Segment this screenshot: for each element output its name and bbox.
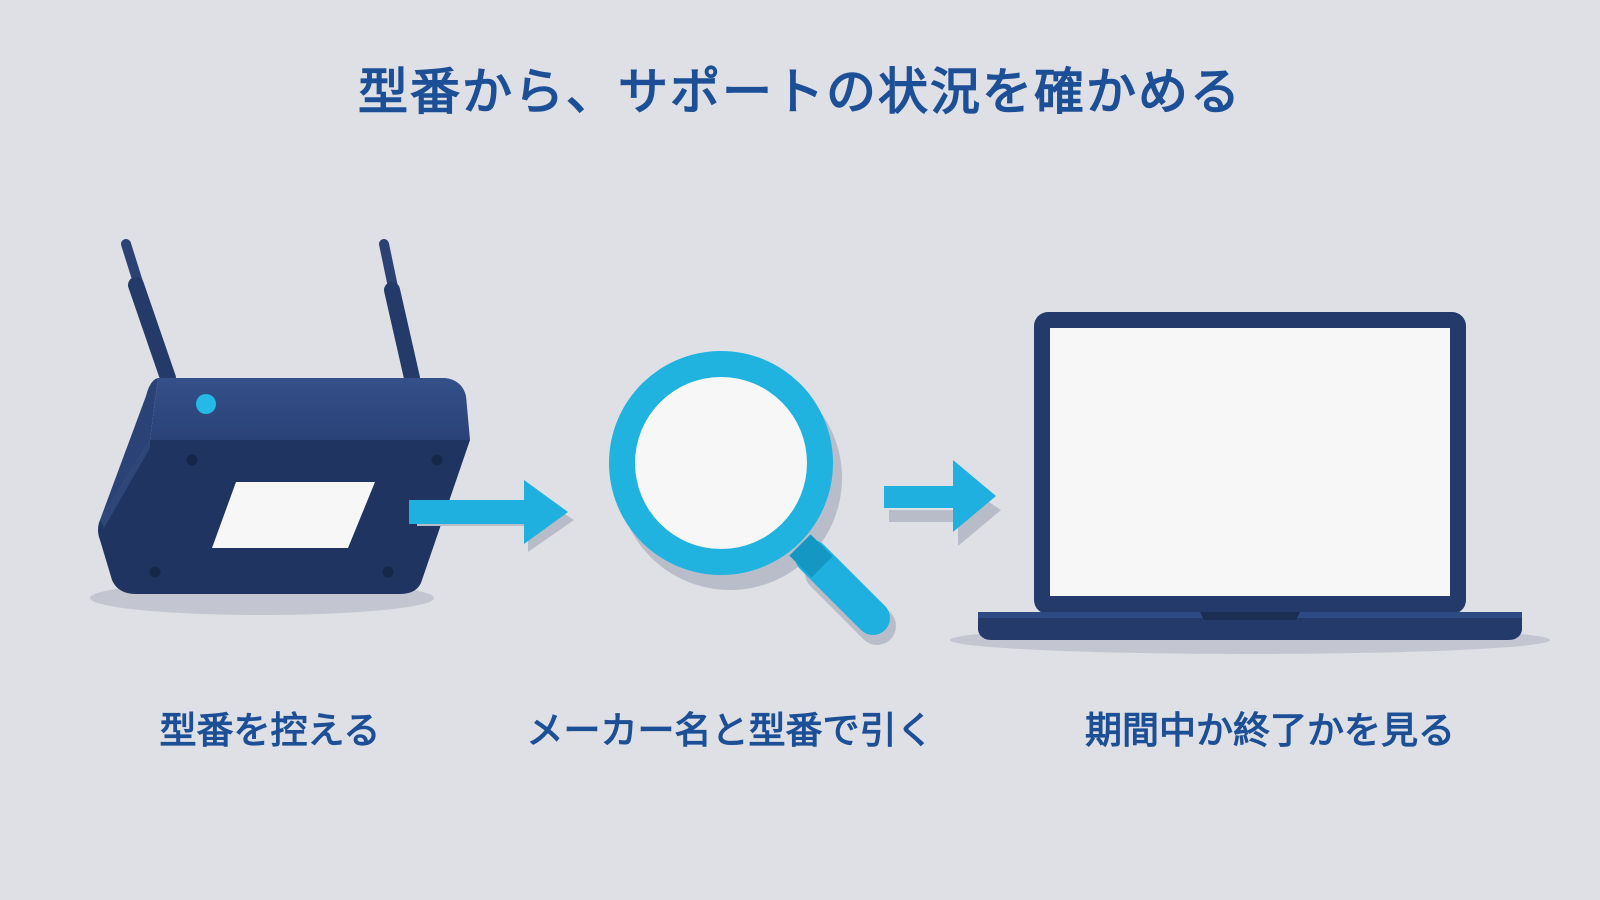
step-label-check-status: 期間中か終了かを見る (1085, 709, 1455, 752)
model-label-plate (212, 482, 375, 548)
laptop-screen (1050, 328, 1450, 596)
step-label-note-model: 型番を控える (159, 709, 381, 752)
arrow-right-icon (884, 460, 1001, 546)
arrow-right-icon (409, 480, 574, 552)
step-label-search: メーカー名と型番で引く (526, 709, 934, 752)
magnifier-icon (609, 351, 896, 645)
laptop-icon (950, 312, 1550, 654)
page-title: 型番から、サポートの状況を確かめる (358, 63, 1242, 121)
router-icon (90, 239, 470, 615)
